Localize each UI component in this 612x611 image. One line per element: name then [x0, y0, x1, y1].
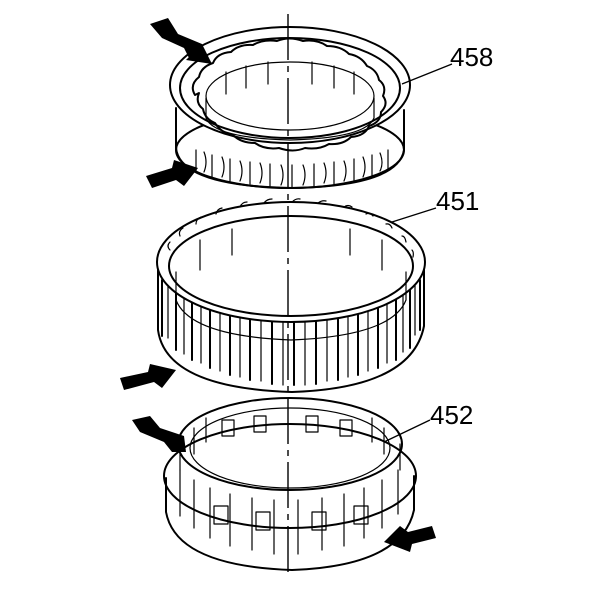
arrow-icon: [120, 364, 176, 390]
part-452-bars: [179, 415, 399, 555]
callout-452-label: 452: [430, 400, 473, 430]
arrow-icon: [384, 526, 436, 552]
arrow-icon: [150, 18, 212, 64]
callout-458-label: 458: [450, 42, 493, 72]
callout-451: 451: [391, 186, 479, 223]
arrow-icon: [146, 160, 198, 188]
arrow-icon: [132, 416, 186, 452]
callout-458: 458: [401, 42, 493, 85]
part-458-assembly: [169, 26, 411, 189]
part-451-teeth: [161, 279, 421, 386]
part-458-rollers: [195, 149, 389, 188]
part-451-ring: [156, 198, 426, 393]
callout-451-label: 451: [436, 186, 479, 216]
callout-452: 452: [383, 400, 473, 443]
part-452-cage: [163, 397, 417, 571]
